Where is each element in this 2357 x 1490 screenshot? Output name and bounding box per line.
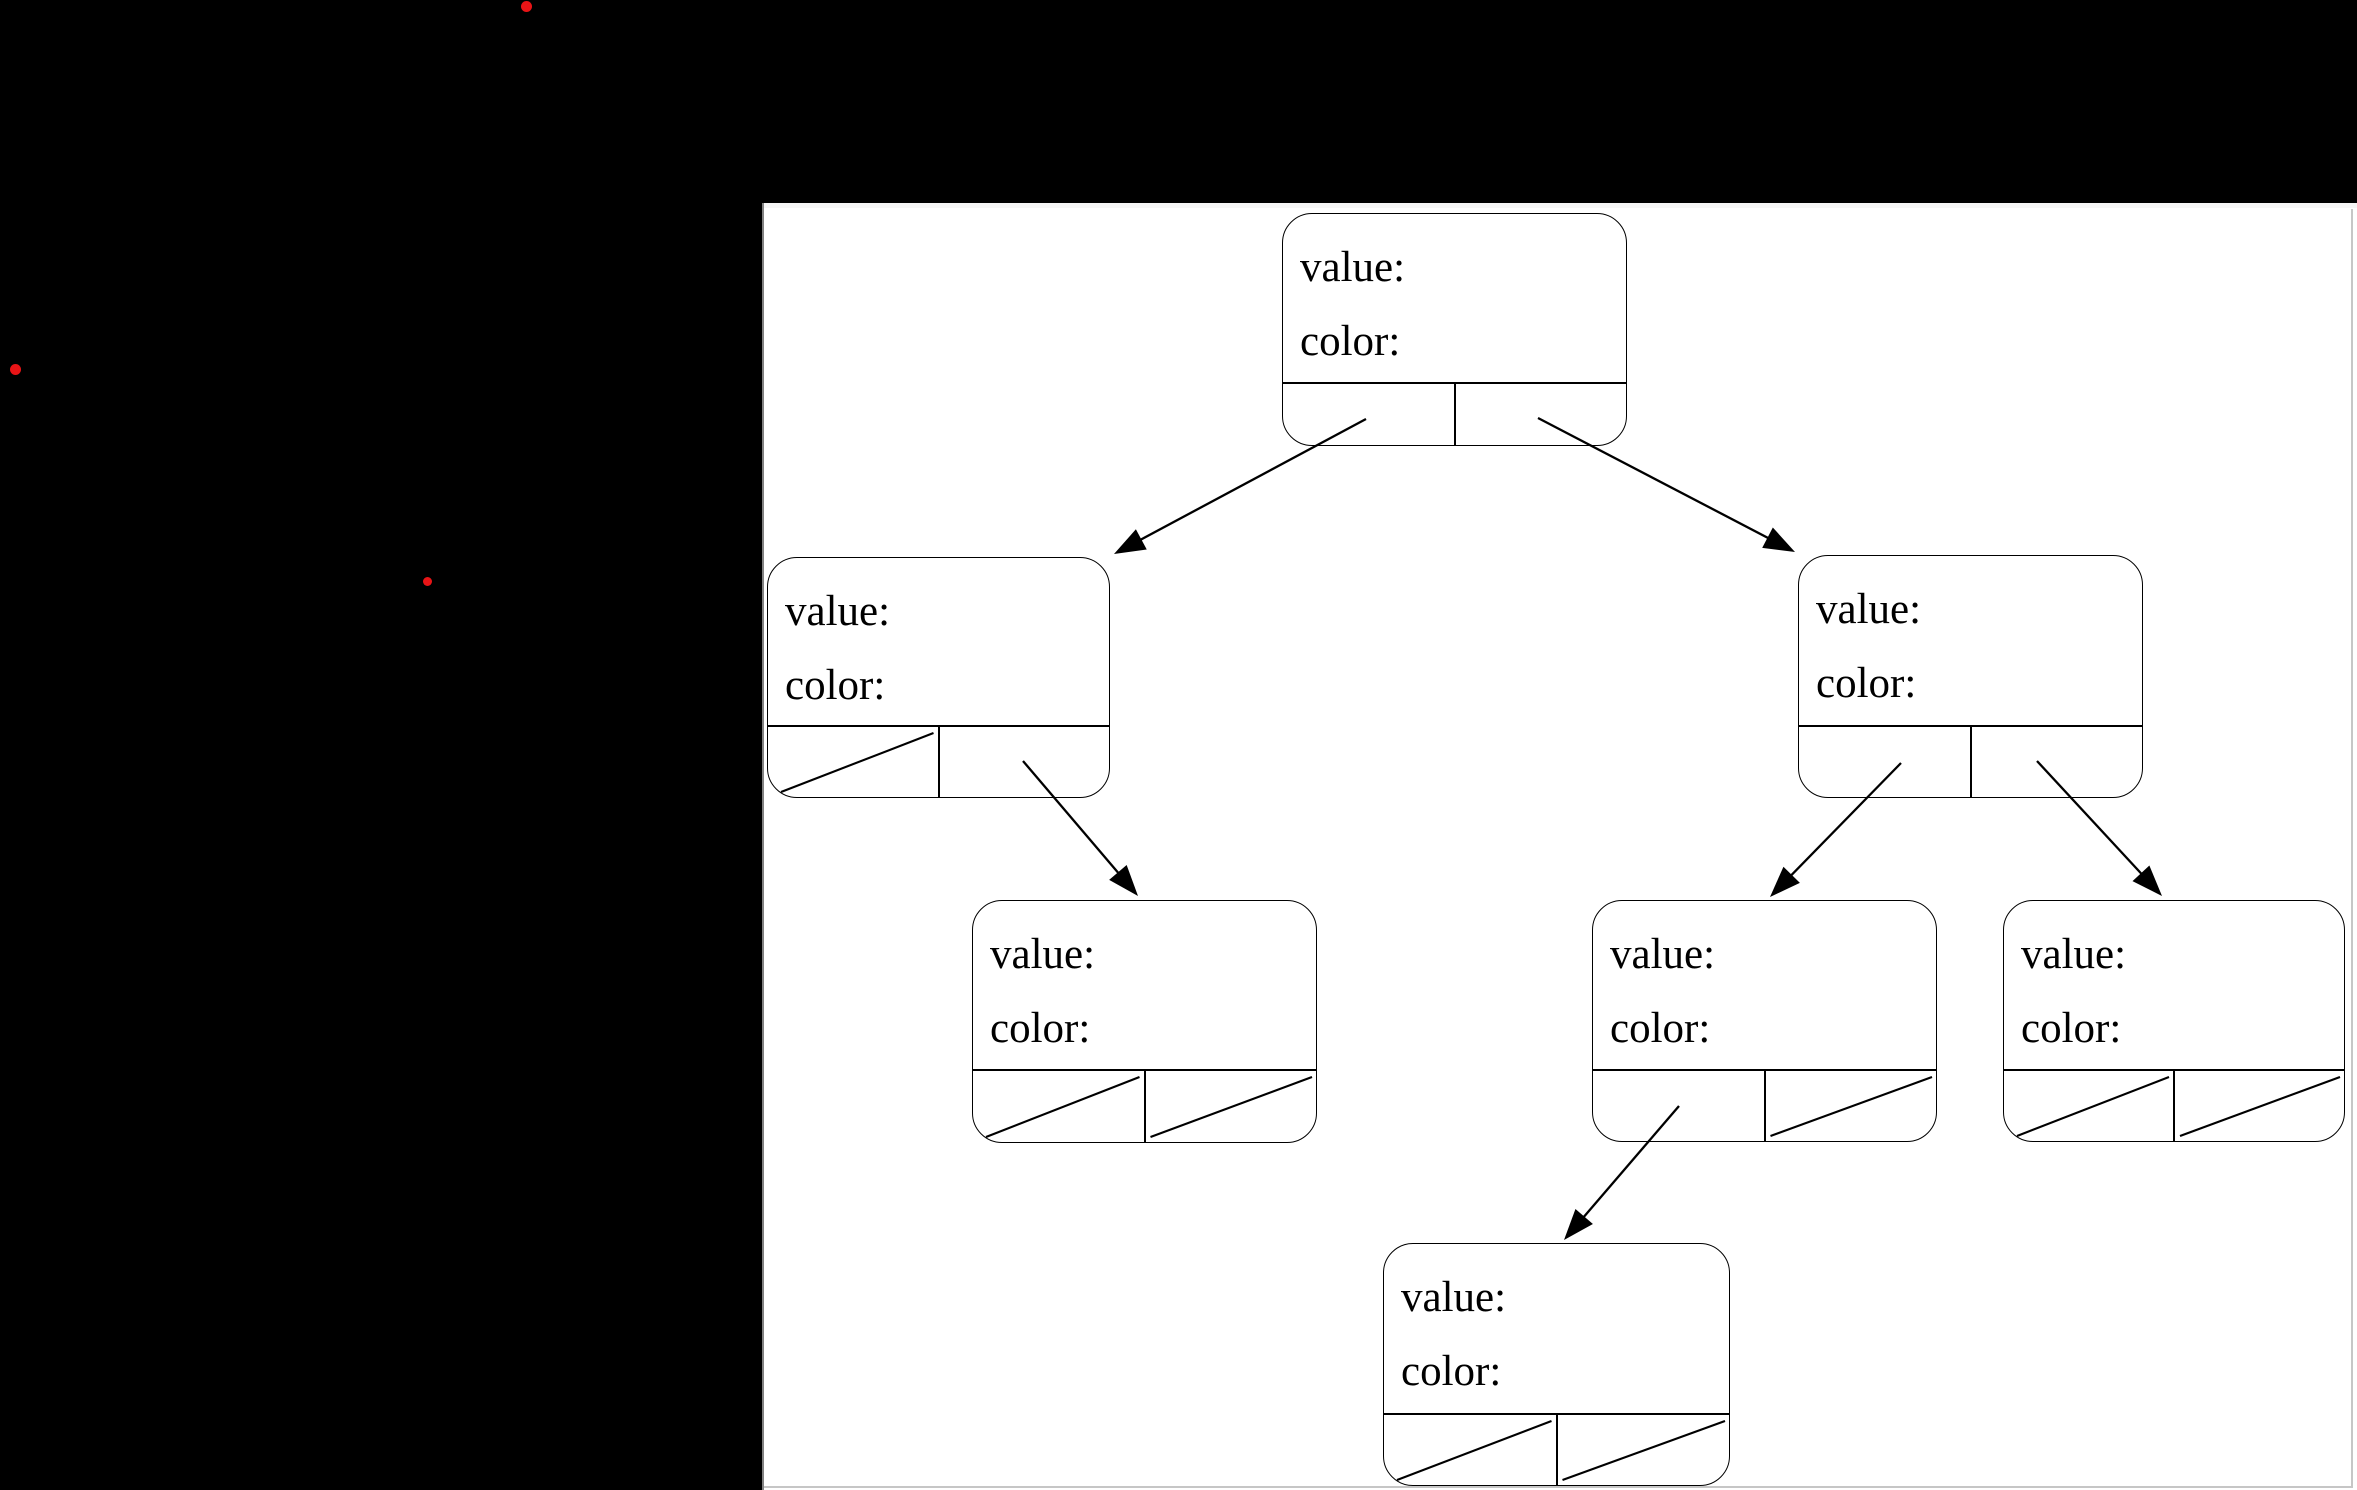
canvas-right-edge [2351, 209, 2353, 1488]
node-fields: value: color: [2004, 901, 2344, 1069]
right-pointer-cell [1969, 727, 2143, 797]
right-pointer-cell [1763, 1071, 1937, 1141]
pointer-row [973, 1069, 1316, 1142]
left-pointer-cell [2004, 1071, 2173, 1141]
node-value-label: value: [1816, 586, 1922, 633]
node-color-label: color: [990, 1005, 1091, 1052]
red-dot-1 [520, 0, 532, 12]
left-pointer-cell [1384, 1415, 1556, 1485]
node-value-label: value: [1610, 931, 1716, 978]
right-pointer-cell [2173, 1071, 2344, 1141]
pointer-row [1799, 725, 2142, 797]
pointer-row [1283, 382, 1626, 445]
node-color-label: color: [1401, 1348, 1502, 1395]
tree-node-right-child: value: color: [1798, 555, 2143, 798]
right-pointer-cell [1143, 1071, 1317, 1142]
red-dot-3 [422, 576, 432, 586]
right-pointer-cell [937, 727, 1110, 797]
pointer-row [768, 725, 1109, 797]
left-pointer-cell [973, 1071, 1144, 1142]
tree-node-right-right-grandchild: value: color: [2003, 900, 2345, 1142]
node-fields: value: color: [768, 558, 1109, 725]
node-color-label: color: [785, 662, 886, 709]
red-dot-2 [9, 363, 21, 375]
tree-node-bottom-node: value: color: [1383, 1243, 1730, 1486]
tree-node-root: value: color: [1282, 213, 1627, 446]
node-color-label: color: [1300, 318, 1401, 365]
node-color-label: color: [1816, 660, 1917, 707]
pointer-row [2004, 1069, 2344, 1141]
left-pointer-cell [1799, 727, 1970, 797]
node-color-label: color: [1610, 1005, 1711, 1052]
node-color-label: color: [2021, 1005, 2122, 1052]
tree-node-left-child: value: color: [767, 557, 1110, 798]
pointer-row [1593, 1069, 1936, 1141]
right-pointer-cell [1555, 1415, 1730, 1485]
node-fields: value: color: [1593, 901, 1936, 1069]
node-value-label: value: [1401, 1274, 1507, 1321]
node-fields: value: color: [1799, 556, 2142, 725]
canvas-top-strip [764, 203, 2357, 208]
node-fields: value: color: [973, 901, 1316, 1069]
canvas-bottom-edge [764, 1486, 2353, 1488]
node-fields: value: color: [1283, 214, 1626, 382]
left-pointer-cell [768, 727, 938, 797]
tree-node-left-right-grandchild: value: color: [972, 900, 1317, 1143]
node-value-label: value: [2021, 931, 2127, 978]
right-pointer-cell [1453, 384, 1627, 445]
pointer-row [1384, 1413, 1729, 1485]
left-pointer-cell [1283, 384, 1454, 445]
node-value-label: value: [785, 588, 891, 635]
node-value-label: value: [1300, 244, 1406, 291]
left-pointer-cell [1593, 1071, 1764, 1141]
tree-node-right-left-grandchild: value: color: [1592, 900, 1937, 1142]
node-fields: value: color: [1384, 1244, 1729, 1413]
node-value-label: value: [990, 931, 1096, 978]
